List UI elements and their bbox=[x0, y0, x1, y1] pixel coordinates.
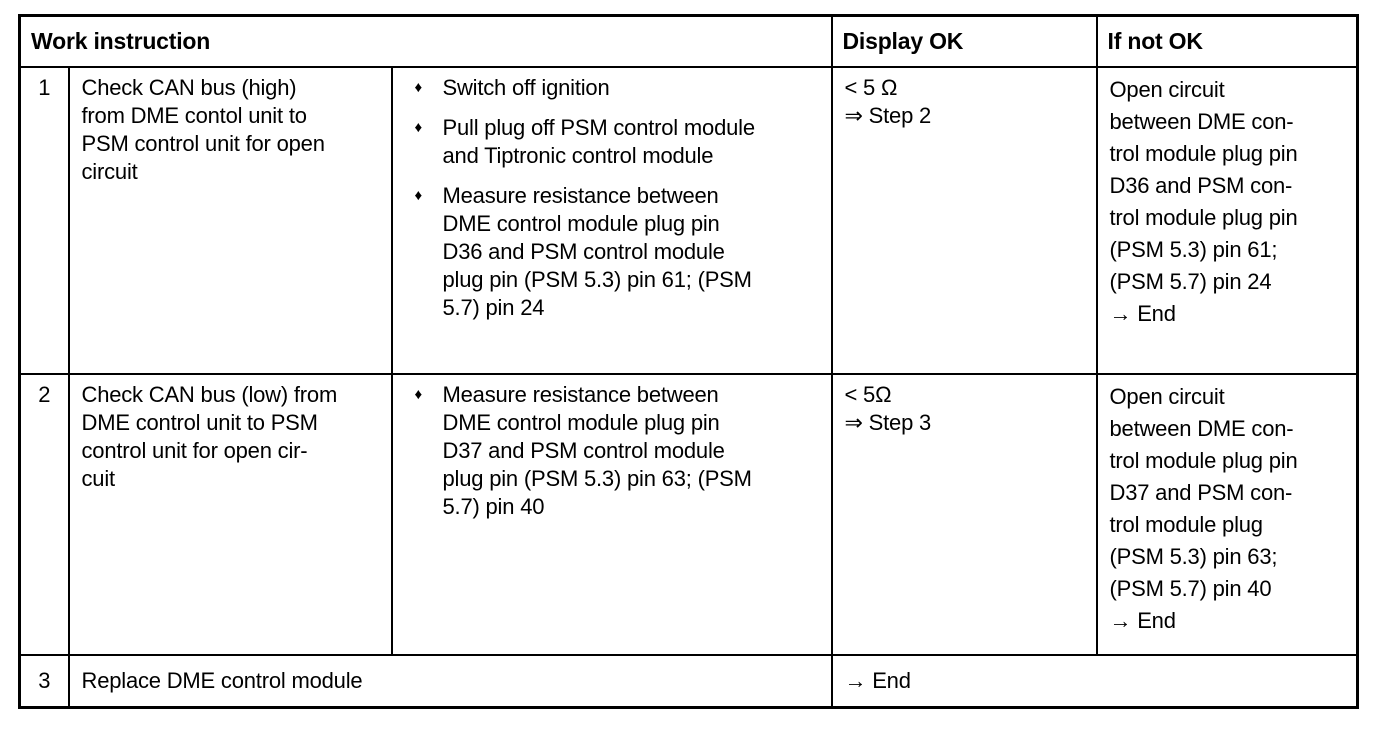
document-page: Work instruction Display OK If not OK 1 … bbox=[18, 14, 1359, 709]
bullet-item: ♦ Switch off ignition bbox=[399, 74, 823, 102]
table-row-step-2: 2 Check CAN bus (low) from DME control u… bbox=[18, 372, 1359, 656]
step-number: 2 bbox=[18, 372, 70, 656]
bullet-item: ♦ Measure resistance between DME control… bbox=[399, 182, 823, 322]
result-text: → End bbox=[844, 667, 911, 693]
bullet-item: ♦ Measure resistance between DME control… bbox=[399, 381, 823, 521]
diamond-bullet-icon: ♦ bbox=[414, 385, 423, 403]
display-ok-cell: < 5 Ω ⇒ Step 2 bbox=[830, 65, 1098, 375]
column-header-display-ok: Display OK bbox=[830, 14, 1098, 68]
instruction-cell: Check CAN bus (low) from DME control uni… bbox=[67, 372, 393, 656]
table-row-step-1: 1 Check CAN bus (high) from DME contol u… bbox=[18, 65, 1359, 375]
if-not-ok-text: Open circuit between DME con- trol modul… bbox=[1109, 383, 1298, 633]
diamond-bullet-icon: ♦ bbox=[414, 78, 423, 96]
display-ok-cell: < 5Ω ⇒ Step 3 bbox=[830, 372, 1098, 656]
table-header-row: Work instruction Display OK If not OK bbox=[18, 14, 1359, 68]
if-not-ok-cell: Open circuit between DME con- trol modul… bbox=[1095, 65, 1359, 375]
result-cell: → End bbox=[830, 653, 1359, 709]
diamond-bullet-icon: ♦ bbox=[414, 118, 423, 136]
instruction-cell: Check CAN bus (high) from DME contol uni… bbox=[67, 65, 393, 375]
display-ok-text: < 5 Ω ⇒ Step 2 bbox=[844, 74, 932, 128]
actions-cell: ♦ Switch off ignition ♦ Pull plug off PS… bbox=[390, 65, 833, 375]
instruction-text: Check CAN bus (high) from DME contol uni… bbox=[81, 74, 325, 184]
table-row-step-3: 3 Replace DME control module → End bbox=[18, 653, 1359, 709]
instruction-text: Check CAN bus (low) from DME control uni… bbox=[81, 381, 338, 491]
bullet-text: Measure resistance between DME control m… bbox=[442, 182, 752, 320]
column-header-if-not-ok: If not OK bbox=[1095, 14, 1359, 68]
bullet-item: ♦ Pull plug off PSM control module and T… bbox=[399, 114, 823, 170]
column-header-work-instruction: Work instruction bbox=[18, 14, 833, 68]
step-number: 3 bbox=[18, 653, 70, 709]
step-number: 1 bbox=[18, 65, 70, 375]
instruction-text: Replace DME control module bbox=[81, 667, 363, 693]
work-instruction-table: Work instruction Display OK If not OK 1 … bbox=[18, 14, 1359, 709]
bullet-text: Switch off ignition bbox=[442, 74, 610, 100]
instruction-cell: Replace DME control module bbox=[67, 653, 833, 709]
if-not-ok-text: Open circuit between DME con- trol modul… bbox=[1109, 76, 1298, 326]
display-ok-text: < 5Ω ⇒ Step 3 bbox=[844, 381, 932, 435]
bullet-text: Measure resistance between DME control m… bbox=[442, 381, 752, 519]
if-not-ok-cell: Open circuit between DME con- trol modul… bbox=[1095, 372, 1359, 656]
bullet-text: Pull plug off PSM control module and Tip… bbox=[442, 114, 756, 168]
actions-cell: ♦ Measure resistance between DME control… bbox=[390, 372, 833, 656]
diamond-bullet-icon: ♦ bbox=[414, 186, 423, 204]
